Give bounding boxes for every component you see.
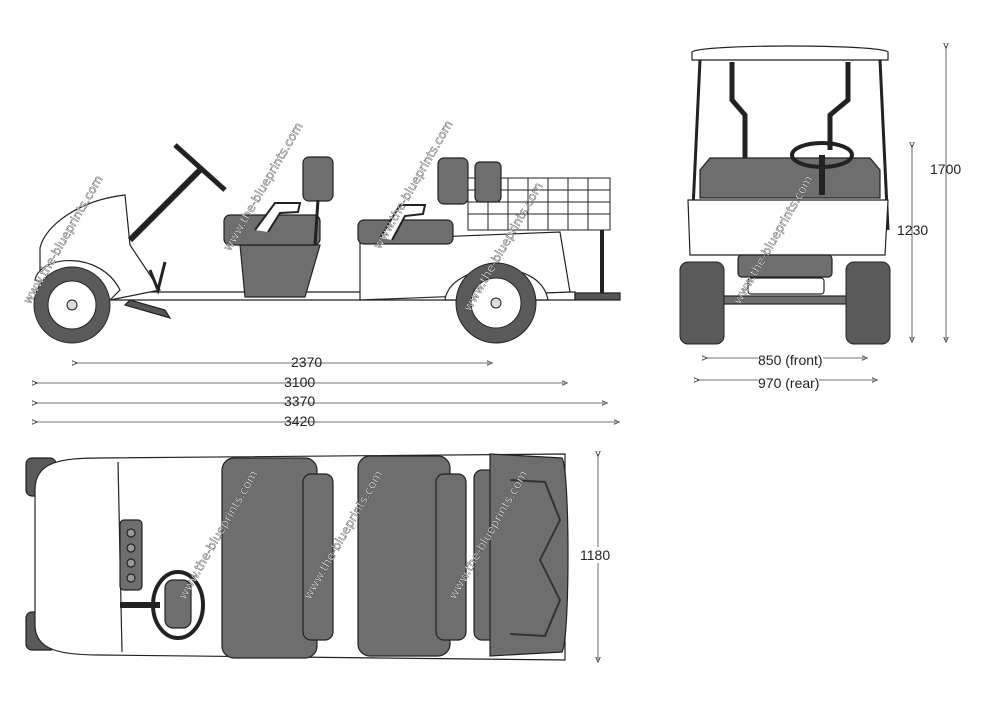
side-rear-wheel (455, 262, 537, 344)
side-steering-column (127, 167, 203, 243)
dim-width-top-label: 1180 (580, 547, 611, 563)
side-rear-bumper (574, 292, 621, 301)
front-bumper (747, 277, 825, 295)
side-rear-armrest (379, 204, 427, 241)
side-front-wheel (33, 266, 111, 344)
side-pedal (148, 261, 167, 295)
dim-length-2-label: 3370 (284, 393, 316, 409)
front-body (687, 199, 889, 256)
front-tires (679, 261, 891, 345)
dim-track-front-label: 850 (front) (758, 352, 823, 368)
top-front-seat-back (302, 473, 334, 641)
dim-wheelbase-label: 2370 (291, 354, 323, 370)
side-cargo-rack (467, 161, 611, 300)
dim-track-rear-label: 970 (rear) (758, 375, 820, 391)
dim-length-3-label: 3420 (284, 413, 316, 429)
side-steering-wheel (173, 143, 227, 192)
side-front-armrest (254, 202, 302, 233)
top-view (25, 453, 569, 661)
front-tire-left (679, 261, 725, 345)
front-tire-right (845, 261, 891, 345)
dim-length-1-label: 3100 (284, 374, 316, 390)
front-inner-post-left (729, 62, 748, 160)
top-dash-panel (119, 519, 143, 591)
dimension-lines (35, 46, 946, 660)
side-front-seat-support (313, 199, 320, 246)
top-rear-facing-seat (489, 453, 569, 657)
side-rear-seat-back (437, 157, 469, 205)
dim-height-total-label: 1700 (930, 161, 962, 177)
side-step (123, 299, 172, 320)
front-view (687, 45, 890, 305)
side-front-seat-base (239, 244, 321, 298)
front-grille (737, 254, 833, 278)
front-seat (699, 157, 881, 199)
front-inner-post-right (827, 62, 851, 150)
top-rear-seat-back (435, 473, 467, 641)
dim-height-body-label: 1230 (897, 222, 929, 238)
side-front-seat-back (302, 156, 334, 202)
front-roof (691, 45, 889, 61)
